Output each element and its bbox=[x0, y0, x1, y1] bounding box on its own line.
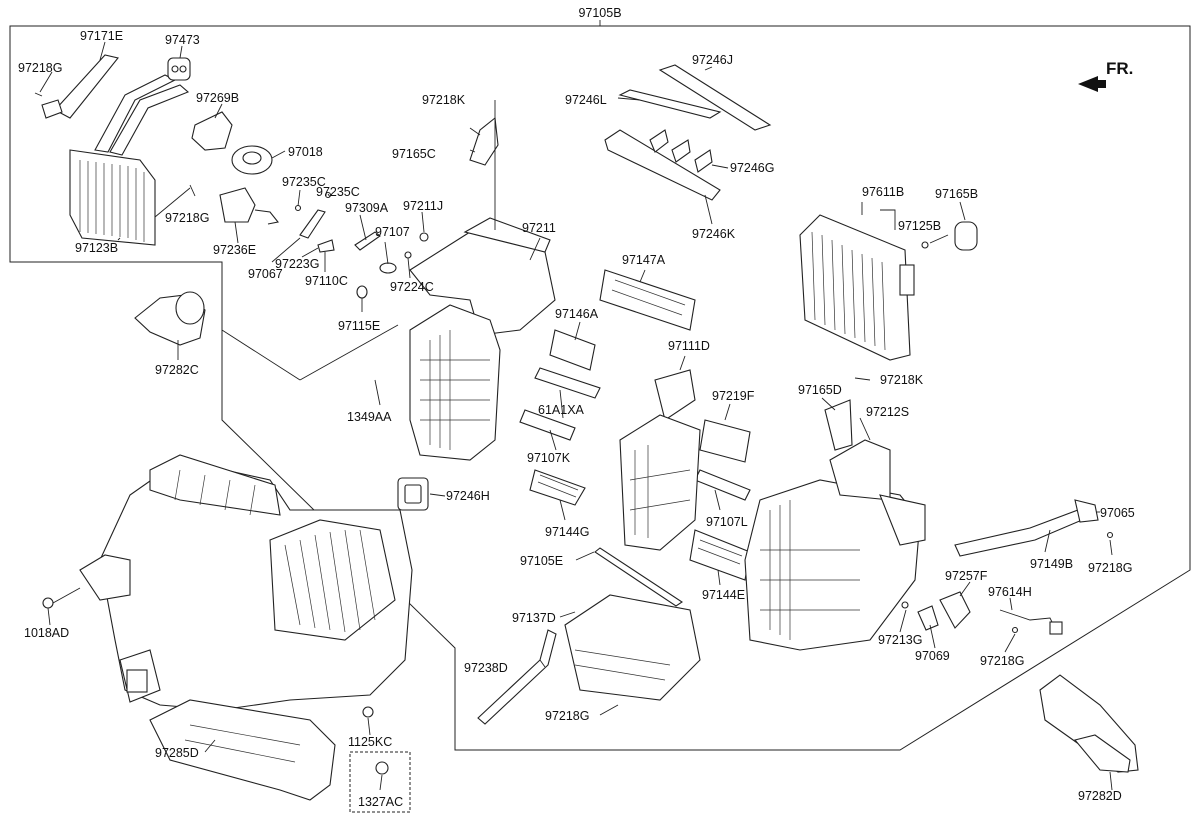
part-label: 97246G bbox=[730, 161, 774, 175]
duct-97282d bbox=[1039, 674, 1139, 773]
part-label: 97285D bbox=[155, 746, 199, 760]
part-label: 97110C bbox=[305, 274, 348, 288]
part-label: 97018 bbox=[288, 145, 323, 159]
duct-97282c bbox=[134, 291, 206, 346]
part-label: 97146A bbox=[555, 307, 599, 321]
part-label: 97123B bbox=[75, 241, 118, 255]
part-label: 97218K bbox=[422, 93, 466, 107]
part-label: 97125B bbox=[898, 219, 941, 233]
part-label: 97149B bbox=[1030, 557, 1073, 571]
part-label: 97067 bbox=[248, 267, 283, 281]
cover-97285d bbox=[149, 699, 336, 801]
part-label: 97144E bbox=[702, 588, 745, 602]
part-label: 1125KC bbox=[348, 735, 392, 749]
heater-core-group bbox=[34, 54, 279, 246]
part-label: 97218G bbox=[165, 211, 209, 225]
center-case bbox=[619, 414, 701, 551]
part-label: 97236E bbox=[213, 243, 256, 257]
part-label: 97223G bbox=[275, 257, 319, 271]
part-label: 97246L bbox=[565, 93, 607, 107]
part-label: 97246H bbox=[446, 489, 490, 503]
part-label: 97219F bbox=[712, 389, 755, 403]
upper-case-left bbox=[409, 116, 556, 461]
part-label: 97211J bbox=[403, 199, 443, 213]
part-label: 97069 bbox=[915, 649, 950, 663]
part-label: 61A1XA bbox=[538, 403, 585, 417]
part-label: 97218G bbox=[545, 709, 589, 723]
part-label: 97165C bbox=[392, 147, 436, 161]
assembled-hvac-unit bbox=[42, 454, 413, 718]
part-label: 97611B bbox=[862, 185, 904, 199]
part-label: 97235C bbox=[282, 175, 326, 189]
part-label: 97238D bbox=[464, 661, 508, 675]
part-label: 97171E bbox=[80, 29, 123, 43]
part-label: 97218K bbox=[880, 373, 924, 387]
right-case bbox=[744, 399, 926, 651]
part-label: 97107K bbox=[527, 451, 571, 465]
part-label: 97614H bbox=[988, 585, 1032, 599]
seal-set-97246 bbox=[604, 64, 772, 201]
part-label: 97218G bbox=[980, 654, 1024, 668]
part-label: 97115E bbox=[338, 319, 380, 333]
part-label: 1349AA bbox=[347, 410, 392, 424]
leader-lines bbox=[39, 41, 1113, 791]
part-label: 97107L bbox=[706, 515, 748, 529]
assembly-label: 97105B bbox=[578, 6, 621, 20]
front-indicator: FR. bbox=[1106, 59, 1133, 78]
part-label: 97309A bbox=[345, 201, 389, 215]
cabin-filter-97611b bbox=[799, 214, 929, 361]
optional-part-box bbox=[349, 751, 411, 813]
part-label: 97282D bbox=[1078, 789, 1122, 803]
part-label: 97246J bbox=[692, 53, 733, 67]
part-label: 97165B bbox=[935, 187, 978, 201]
rod-97105e bbox=[594, 547, 683, 607]
part-label: 97213G bbox=[878, 633, 922, 647]
part-labels: 97105B FR. 97171E 97473 97218G 97269B 97… bbox=[18, 6, 1135, 809]
part-label: 1018AD bbox=[24, 626, 69, 640]
wiring-parts bbox=[901, 499, 1114, 635]
part-label: 97211 bbox=[522, 221, 556, 235]
part-label: 1327AC bbox=[358, 795, 403, 809]
part-label: 97212S bbox=[866, 405, 909, 419]
part-label: 97147A bbox=[622, 253, 666, 267]
part-label: 97218G bbox=[18, 61, 62, 75]
grommet-97165b bbox=[954, 221, 978, 251]
part-label: 97105E bbox=[520, 554, 563, 568]
part-label: 97137D bbox=[512, 611, 556, 625]
part-label: 97235C bbox=[316, 185, 360, 199]
assembly-outline bbox=[9, 25, 1191, 751]
part-label: 97218G bbox=[1088, 561, 1132, 575]
part-label: 97165D bbox=[798, 383, 842, 397]
part-label: 97144G bbox=[545, 525, 589, 539]
part-label: 97473 bbox=[165, 33, 200, 47]
front-arrow-icon bbox=[1078, 76, 1106, 92]
part-label: 97065 bbox=[1100, 506, 1135, 520]
part-label: 97257F bbox=[945, 569, 988, 583]
part-label: 97107 bbox=[375, 225, 410, 239]
part-label: 97111D bbox=[668, 339, 710, 353]
part-label: 97224C bbox=[390, 280, 434, 294]
part-label: 97282C bbox=[155, 363, 199, 377]
door-parts bbox=[519, 269, 751, 581]
part-label: 97269B bbox=[196, 91, 239, 105]
part-label: 97246K bbox=[692, 227, 736, 241]
drain-tray-97137d bbox=[564, 594, 701, 701]
